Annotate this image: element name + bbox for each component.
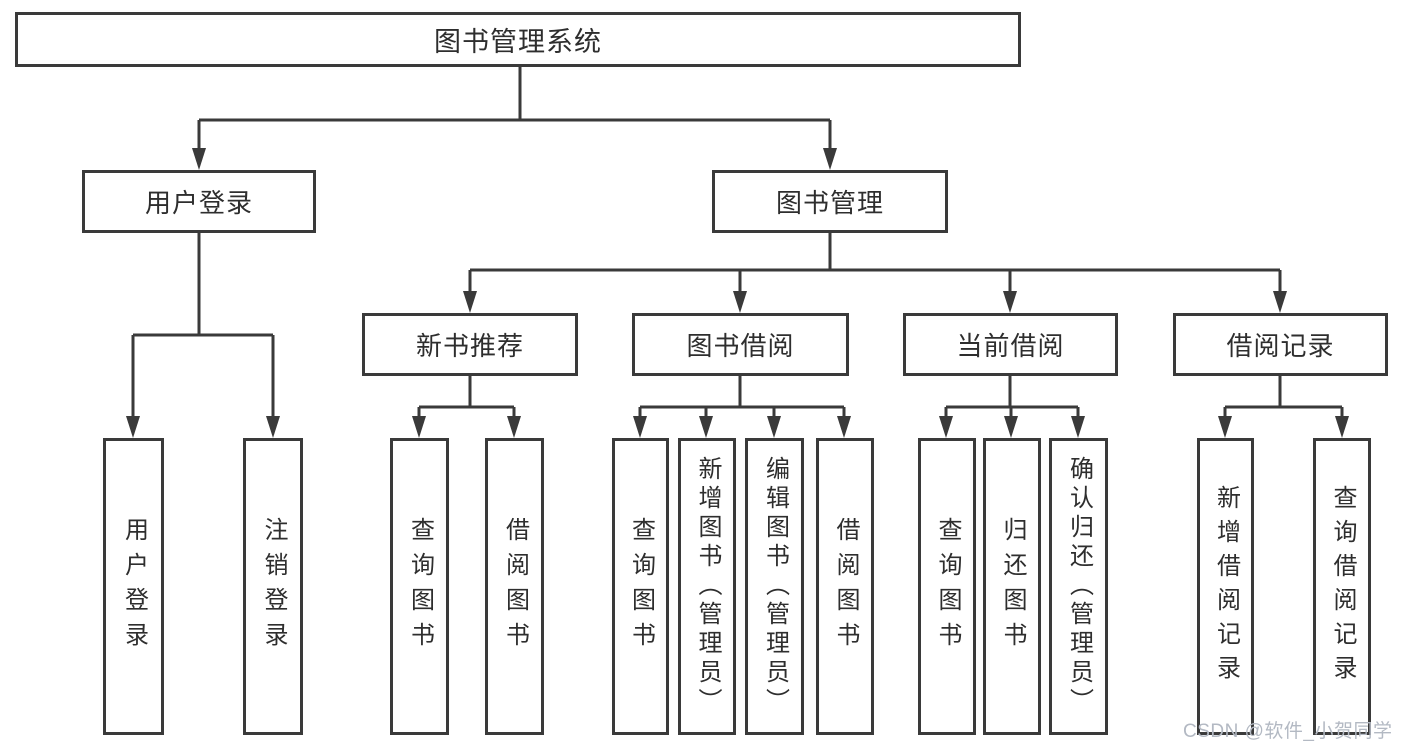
node-current-borrow: 当前借阅	[903, 313, 1118, 376]
leaf-query-books-recommend: 查询图书	[390, 438, 449, 735]
node-book-management: 图书管理	[712, 170, 948, 233]
leaf-query-books-recommend-label: 查询图书	[406, 516, 434, 657]
node-new-book-recommend: 新书推荐	[362, 313, 578, 376]
node-current-borrow-label: 当前借阅	[956, 331, 1065, 361]
node-new-book-recommend-label: 新书推荐	[415, 331, 524, 361]
leaf-confirm-return-admin: 确认归还（管理员）	[1049, 438, 1108, 735]
leaf-query-borrow-record: 查询借阅记录	[1313, 438, 1371, 735]
leaf-borrow-books-label: 借阅图书	[832, 516, 859, 657]
leaf-add-book-admin: 新增图书（管理员）	[678, 438, 736, 735]
node-borrow-records-label: 借阅记录	[1226, 331, 1335, 361]
leaf-add-borrow-record: 新增借阅记录	[1197, 438, 1254, 735]
leaf-borrow-books-recommend-label: 借阅图书	[501, 516, 529, 657]
node-book-borrow: 图书借阅	[632, 313, 849, 376]
connector-strokes	[131, 66, 1344, 418]
leaf-edit-book-admin: 编辑图书（管理员）	[745, 438, 804, 735]
watermark: CSDN @软件_小贺同学	[1183, 721, 1393, 742]
leaf-user-login: 用户登录	[103, 438, 164, 735]
leaf-borrow-books-recommend: 借阅图书	[485, 438, 544, 735]
node-user-login-label: 用户登录	[144, 188, 253, 218]
leaf-logout-label: 注销登录	[260, 516, 287, 657]
node-user-login: 用户登录	[82, 170, 316, 233]
arrowheads	[126, 148, 1349, 438]
leaf-query-books-borrow-label: 查询图书	[627, 516, 655, 657]
leaf-borrow-books: 借阅图书	[816, 438, 874, 735]
leaf-return-book-label: 归还图书	[999, 516, 1026, 657]
leaf-query-books-current: 查询图书	[918, 438, 976, 735]
node-root-label: 图书管理系统	[434, 27, 602, 57]
leaf-add-borrow-record-label: 新增借阅记录	[1212, 484, 1240, 689]
leaf-edit-book-admin-label: 编辑图书（管理员）	[761, 456, 789, 717]
leaf-query-borrow-record-label: 查询借阅记录	[1329, 484, 1356, 689]
node-borrow-records: 借阅记录	[1173, 313, 1388, 376]
leaf-query-books-current-label: 查询图书	[934, 516, 961, 657]
leaf-user-login-label: 用户登录	[120, 516, 148, 657]
leaf-add-book-admin-label: 新增图书（管理员）	[694, 456, 721, 717]
node-root: 图书管理系统	[15, 12, 1021, 67]
leaf-logout: 注销登录	[243, 438, 303, 735]
leaf-confirm-return-admin-label: 确认归还（管理员）	[1065, 456, 1093, 717]
node-book-management-label: 图书管理	[775, 188, 884, 218]
leaf-query-books-borrow: 查询图书	[612, 438, 669, 735]
node-book-borrow-label: 图书借阅	[686, 331, 795, 361]
leaf-return-book: 归还图书	[983, 438, 1041, 735]
